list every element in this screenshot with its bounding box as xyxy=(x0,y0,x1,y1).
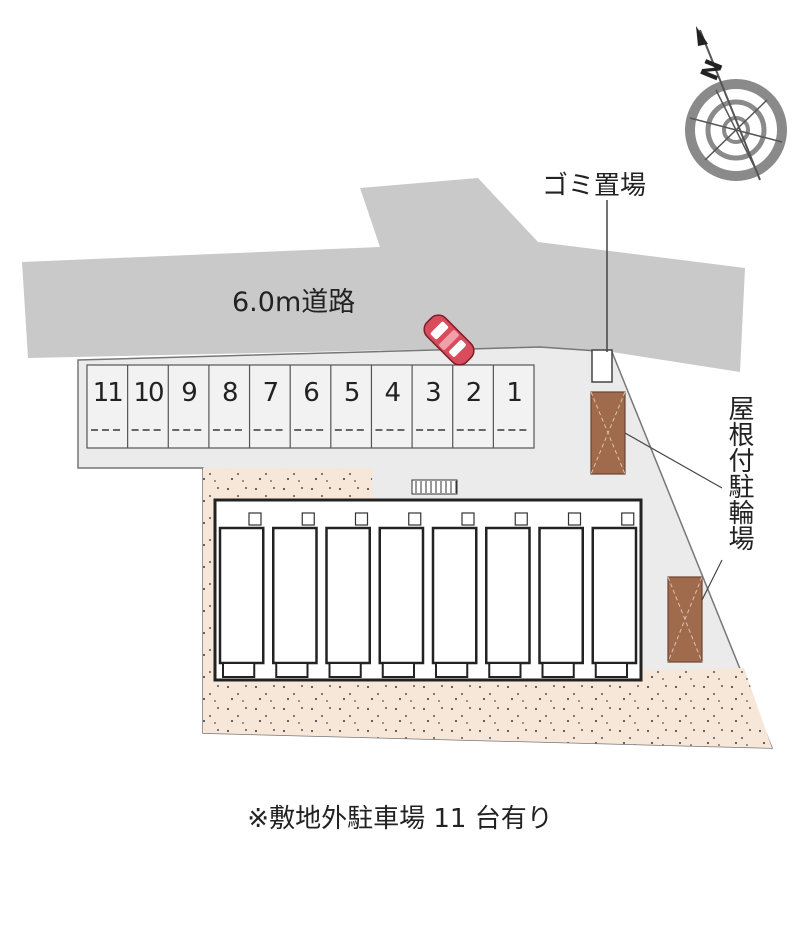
bicycle-parking-label: 屋根付駐輪場 xyxy=(724,395,754,551)
unit-entrance-mark xyxy=(248,512,262,526)
unit-entrance-mark xyxy=(514,512,528,526)
building-unit xyxy=(325,526,371,665)
road xyxy=(22,178,745,372)
unit-balcony xyxy=(435,662,469,678)
unit-entrance-mark xyxy=(408,512,422,526)
unit-balcony xyxy=(275,662,309,678)
bike-shed-2 xyxy=(667,576,703,663)
garbage-area xyxy=(591,349,613,383)
parking-slot-number: 11 xyxy=(92,378,124,408)
building-unit xyxy=(431,526,478,665)
building-unit xyxy=(538,526,584,665)
garden-bottom xyxy=(203,668,772,748)
parking-slot-number: 1 xyxy=(506,378,523,408)
parking-slot-number: 9 xyxy=(181,378,198,408)
building-unit xyxy=(218,526,265,665)
offsite-parking-note: ※敷地外駐車場 11 台有り xyxy=(247,804,553,834)
parking-slot-number: 8 xyxy=(221,378,239,408)
parking-slot-lines xyxy=(91,365,530,448)
parking-slot-number: 5 xyxy=(343,378,361,408)
garbage-area-label: ゴミ置場 xyxy=(542,171,647,201)
car-marker xyxy=(423,314,475,366)
compass-north-label: N xyxy=(695,55,728,84)
parking-slot-number: 10 xyxy=(133,378,164,408)
bike-shed-1 xyxy=(590,391,626,475)
unit-entrance-mark xyxy=(301,512,315,526)
parking-slot-number: 6 xyxy=(303,378,320,408)
unit-entrance-mark xyxy=(567,512,582,526)
unit-balcony xyxy=(594,662,628,678)
parking-slot-number: 3 xyxy=(425,378,442,408)
compass-icon xyxy=(685,26,787,181)
road-label: 6.0m道路 xyxy=(232,287,356,318)
building-units xyxy=(218,512,638,678)
unit-balcony xyxy=(488,662,522,678)
bike-leader-line xyxy=(624,432,723,489)
parking-slot-number: 7 xyxy=(262,378,280,408)
unit-balcony xyxy=(541,662,575,678)
unit-entrance-mark xyxy=(621,512,635,526)
stairs xyxy=(411,479,458,495)
unit-balcony xyxy=(381,662,415,678)
bike-leader-line-2 xyxy=(701,559,723,601)
unit-balcony xyxy=(328,662,362,678)
parking-slot-number: 2 xyxy=(465,378,483,408)
unit-entrance-mark xyxy=(354,512,369,526)
unit-entrance-mark xyxy=(461,512,475,526)
building-unit xyxy=(272,526,318,665)
parking-slot-number: 4 xyxy=(384,378,401,408)
building-unit xyxy=(378,526,425,665)
unit-balcony xyxy=(222,662,256,678)
parking-row xyxy=(86,364,535,449)
building-unit xyxy=(485,526,531,665)
garden-top xyxy=(203,468,372,680)
building-unit xyxy=(591,526,638,665)
